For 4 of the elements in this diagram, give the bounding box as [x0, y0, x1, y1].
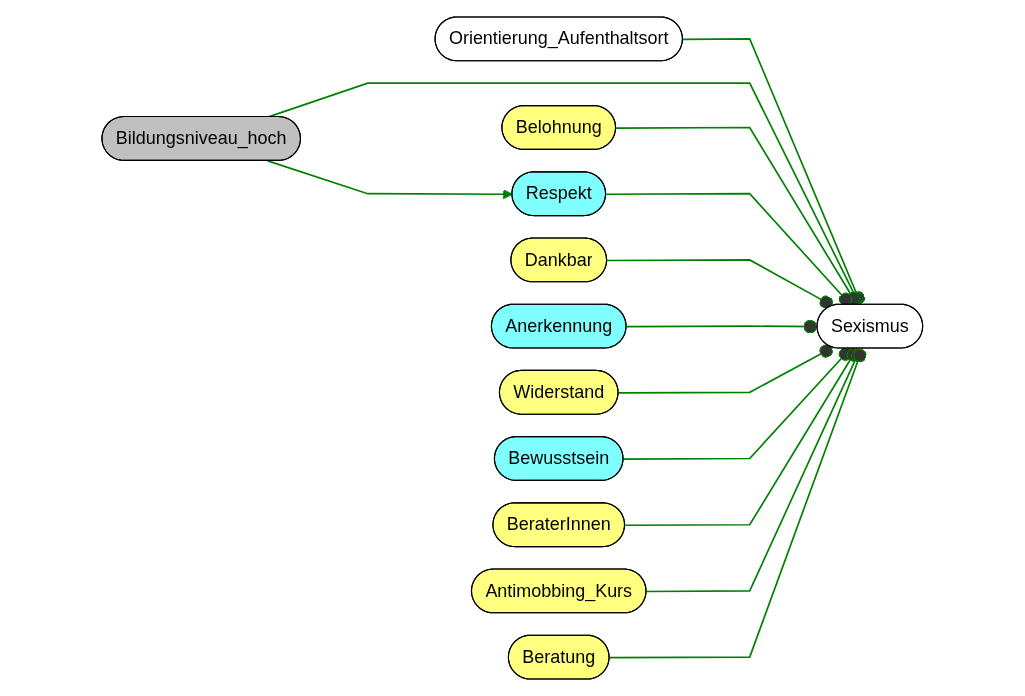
connector	[606, 259, 834, 310]
connector	[615, 126, 861, 306]
connector	[267, 82, 864, 306]
connector	[682, 38, 866, 306]
